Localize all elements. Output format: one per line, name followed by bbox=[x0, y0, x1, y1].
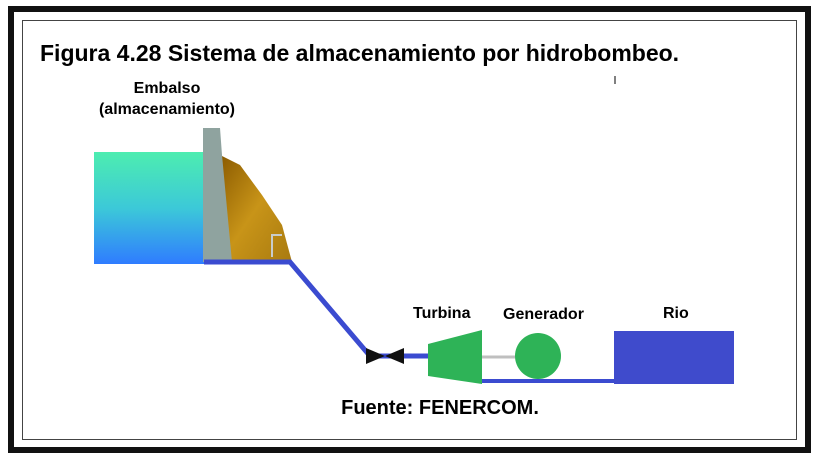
reservoir-label-line2: (almacenamiento) bbox=[98, 101, 236, 118]
dam-wall bbox=[203, 128, 232, 262]
outer-border bbox=[8, 6, 811, 453]
dam-embankment bbox=[220, 155, 292, 262]
intake bbox=[271, 234, 282, 257]
river-label: Rio bbox=[663, 305, 689, 322]
turbine-icon bbox=[428, 330, 482, 384]
turbine-label: Turbina bbox=[413, 305, 471, 322]
valve-icon bbox=[366, 348, 404, 364]
figure-title: Figura 4.28 Sistema de almacenamiento po… bbox=[40, 40, 680, 66]
source-caption: Fuente: FENERCOM. bbox=[341, 397, 539, 419]
reservoir-label: Embalso (almacenamiento) bbox=[92, 78, 242, 120]
reservoir-water bbox=[94, 152, 204, 264]
reservoir-label-line1: Embalso bbox=[133, 80, 201, 97]
river bbox=[614, 331, 734, 384]
generator-icon bbox=[515, 333, 561, 379]
inner-border bbox=[22, 20, 797, 440]
generator-label: Generador bbox=[503, 306, 584, 323]
penstock-pipe bbox=[204, 259, 430, 359]
